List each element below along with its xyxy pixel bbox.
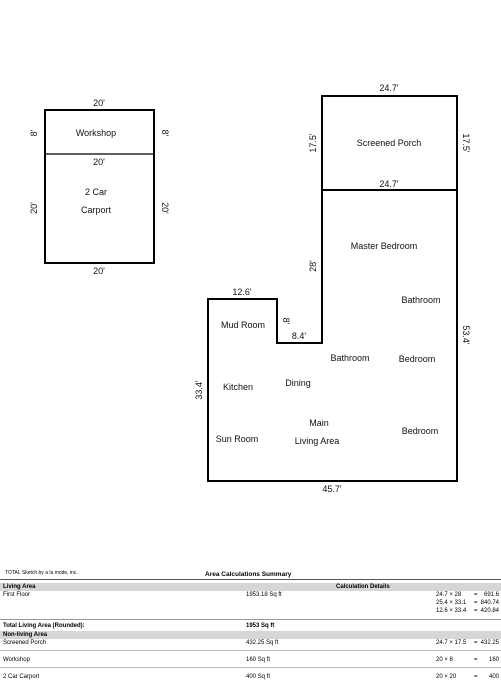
screened-porch-label: Screened Porch bbox=[357, 138, 422, 148]
living-area-header: Living Area bbox=[3, 584, 36, 590]
area-calculations-summary: TOTAL Sketch by a la mode, inc. Area Cal… bbox=[0, 566, 501, 686]
carport-label-line2: Carport bbox=[81, 205, 112, 215]
workshop-carport-outline bbox=[44, 109, 155, 264]
room-dining: Dining bbox=[285, 378, 311, 388]
workshop-carport-building: 20' 8' 8' Workshop 20' 2 Car Carport 20'… bbox=[29, 98, 170, 276]
carport-label-line1: 2 Car bbox=[85, 187, 107, 197]
floor-plan-sketch: 20' 8' 8' Workshop 20' 2 Car Carport 20'… bbox=[29, 83, 471, 494]
area-value: 400 Sq ft bbox=[246, 674, 271, 680]
area-value: 432.25 Sq ft bbox=[246, 640, 279, 646]
calculation-details-header: Calculation Details bbox=[336, 584, 390, 590]
house-left-dimension: 33.4' bbox=[194, 380, 204, 400]
room-sun-room: Sun Room bbox=[216, 434, 259, 444]
summary-top-rule bbox=[0, 579, 501, 580]
calc-equals: = bbox=[474, 600, 478, 606]
living-area-header-band bbox=[0, 583, 501, 591]
row-rule bbox=[0, 667, 501, 668]
room-bathroom-2: Bathroom bbox=[330, 353, 369, 363]
notch-horizontal-dimension: 8.4' bbox=[292, 331, 307, 341]
carport-bottom-dimension: 20' bbox=[93, 266, 105, 276]
room-living-area: Living Area bbox=[295, 436, 340, 446]
porch-right-dimension: 17.5' bbox=[461, 133, 471, 153]
first-floor-area: 1953.18 Sq ft bbox=[246, 592, 282, 598]
room-kitchen: Kitchen bbox=[223, 382, 253, 392]
calc-expression: 24.7 × 17.5 bbox=[436, 640, 467, 646]
total-living-area-label: Total Living Area (Rounded): bbox=[3, 623, 85, 629]
calc-value: 420.84 bbox=[480, 608, 499, 614]
calc-expression: 12.6 × 33.4 bbox=[436, 608, 467, 614]
calc-value: 691.6 bbox=[483, 592, 499, 598]
workshop-left-dimension: 8' bbox=[29, 129, 39, 136]
first-floor-label: First Floor bbox=[3, 592, 30, 598]
total-rule bbox=[0, 619, 501, 620]
calc-equals: = bbox=[474, 640, 478, 646]
carport-top-dimension: 20' bbox=[93, 157, 105, 167]
notch-top-dimension: 12.6' bbox=[232, 287, 252, 297]
area-value: 160 Sq ft bbox=[246, 657, 271, 663]
room-bedroom-1: Bedroom bbox=[399, 354, 436, 364]
calc-equals: = bbox=[474, 657, 478, 663]
carport-left-dimension: 20' bbox=[29, 202, 39, 214]
workshop-top-dimension: 20' bbox=[93, 98, 105, 108]
total-living-area-value: 1953 Sq ft bbox=[246, 623, 275, 629]
porch-left-dimension: 17.5' bbox=[308, 133, 318, 153]
area-name: Screened Porch bbox=[3, 640, 47, 646]
room-bedroom-2: Bedroom bbox=[402, 426, 439, 436]
calc-equals: = bbox=[474, 608, 478, 614]
notch-vertical-dimension: 8' bbox=[281, 318, 291, 325]
main-house: 24.7' 17.5' 17.5' Screened Porch 24.7' 2… bbox=[194, 83, 471, 494]
calc-equals: = bbox=[474, 674, 478, 680]
calc-expression: 24.7 × 28 bbox=[436, 592, 462, 598]
carport-right-dimension: 20' bbox=[160, 202, 170, 214]
calc-expression: 25.4 × 33.1 bbox=[436, 600, 467, 606]
room-bathroom-1: Bathroom bbox=[401, 295, 440, 305]
calc-value: 400 bbox=[488, 674, 499, 680]
porch-top-dimension: 24.7' bbox=[379, 83, 399, 93]
room-master-bedroom: Master Bedroom bbox=[351, 241, 418, 251]
calc-equals: = bbox=[474, 592, 478, 598]
area-name: 2 Car Carport bbox=[3, 674, 40, 680]
room-main: Main bbox=[309, 418, 329, 428]
non-living-header-band bbox=[0, 631, 501, 639]
calc-value: 840.74 bbox=[480, 600, 499, 606]
non-living-area-header: Non-living Area bbox=[3, 632, 48, 638]
porch-bottom-dimension: 24.7' bbox=[379, 179, 399, 189]
house-outline bbox=[207, 189, 458, 482]
house-bottom-dimension: 45.7' bbox=[322, 484, 342, 494]
calc-value: 432.25 bbox=[480, 640, 499, 646]
wing-left-dimension: 28' bbox=[308, 260, 318, 272]
software-credit: TOTAL Sketch by a la mode, inc. bbox=[5, 570, 78, 576]
workshop-right-dimension: 8' bbox=[160, 130, 170, 137]
calc-expression: 20 × 8 bbox=[436, 657, 453, 663]
row-rule bbox=[0, 650, 501, 651]
summary-title: Area Calculations Summary bbox=[205, 571, 292, 578]
area-name: Workshop bbox=[3, 657, 30, 663]
calc-value: 160 bbox=[488, 657, 499, 663]
calc-expression: 20 × 20 bbox=[436, 674, 457, 680]
room-mud-room: Mud Room bbox=[221, 320, 265, 330]
workshop-label: Workshop bbox=[76, 128, 116, 138]
house-right-dimension: 53.4' bbox=[461, 325, 471, 345]
